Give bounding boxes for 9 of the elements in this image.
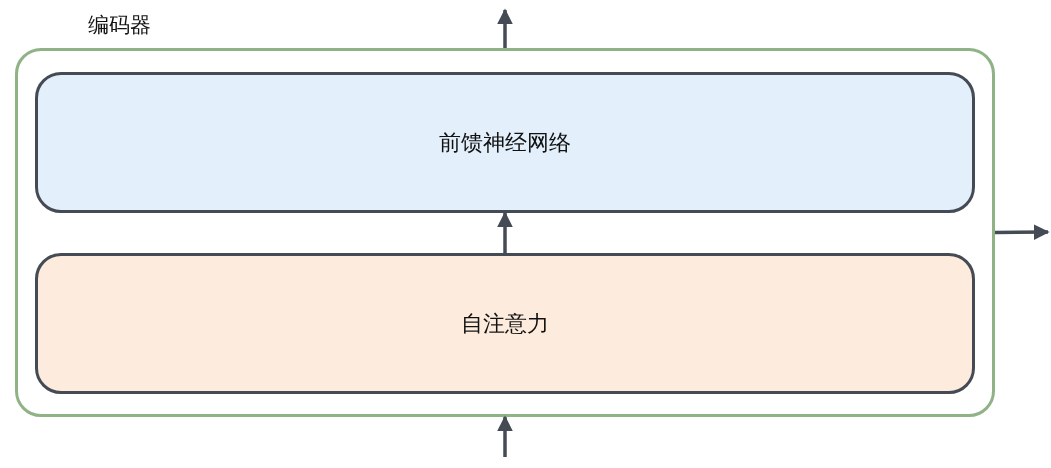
arrow — [497, 415, 513, 457]
layer-label: 前馈神经网络 — [439, 128, 571, 157]
layer-box — [35, 253, 975, 394]
frame-heading: 编码器 — [88, 12, 151, 39]
layer-box — [35, 72, 975, 213]
arrow — [995, 224, 1050, 240]
arrow — [497, 8, 513, 48]
arrow — [497, 211, 513, 253]
layer-label: 自注意力 — [461, 309, 549, 338]
